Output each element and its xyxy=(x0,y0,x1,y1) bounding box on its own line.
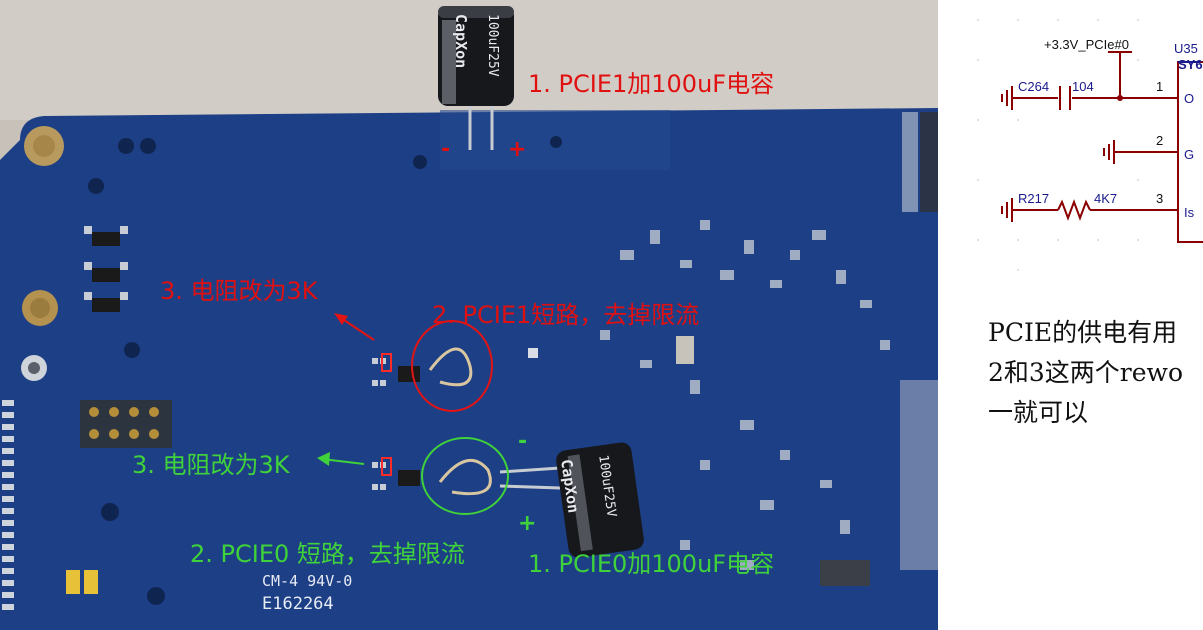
schematic-pin1-name: O xyxy=(1184,91,1195,106)
cap-top-rating: 100uF25V xyxy=(485,14,500,77)
annotation-pcie0-short: 2. PCIE0 短路，去掉限流 xyxy=(190,540,465,568)
short-circle-pcie0 xyxy=(421,437,509,515)
schematic-r-ref: R217 xyxy=(1018,191,1050,206)
schematic-u-ref: U35 xyxy=(1174,41,1198,56)
arrow-red xyxy=(334,313,375,341)
schematic-part-prefix: SY6 xyxy=(1178,57,1203,72)
schematic-c-ref: C264 xyxy=(1018,79,1050,94)
note-line2: 2和3这两个rewo xyxy=(988,358,1184,387)
note-line3: 一就可以 xyxy=(988,398,1089,427)
polarity-minus-bottom: - xyxy=(518,429,528,454)
schematic-drawing xyxy=(977,19,1203,271)
schematic-r-value: 4K7 xyxy=(1094,191,1118,206)
cap-top-label: CapXon xyxy=(452,14,470,69)
board-silk-line2: E162264 xyxy=(262,594,334,614)
schematic-pin2: 2 xyxy=(1156,133,1164,148)
resistor-highlight-pcie1 xyxy=(381,353,392,372)
schematic-panel: +3.3V_PCIe#0 U35 SY6 C264 104 1 2 3 O G … xyxy=(938,0,1203,630)
annotation-pcie1-resistor: 3. 电阻改为3K xyxy=(160,277,318,305)
pcb-board-illustration xyxy=(0,0,938,630)
note-line1: PCIE的供电有用 xyxy=(988,318,1178,347)
arrow-green xyxy=(317,452,365,466)
board-silk-line1: CM-4 94V-0 xyxy=(262,572,353,590)
annotation-pcie0-cap: 1. PCIE0加100uF电容 xyxy=(528,550,775,578)
schematic-pin3: 3 xyxy=(1156,191,1164,206)
pcb-photo: CapXon 100uF25V CapXon 100uF25V CM-4 94V… xyxy=(0,0,938,630)
polarity-minus-top: - xyxy=(441,137,451,162)
schematic-net-label: +3.3V_PCIe#0 xyxy=(1044,37,1129,52)
schematic-pin1: 1 xyxy=(1156,79,1164,94)
annotation-pcie1-cap: 1. PCIE1加100uF电容 xyxy=(528,70,775,98)
schematic-pin3-name: Is xyxy=(1184,205,1195,220)
resistor-highlight-pcie0 xyxy=(381,457,392,476)
annotation-pcie1-short: 2. PCIE1短路，去掉限流 xyxy=(432,301,700,329)
annotation-pcie0-resistor: 3. 电阻改为3K xyxy=(132,451,290,479)
capacitor-top xyxy=(438,6,514,150)
schematic-c-value: 104 xyxy=(1072,79,1094,94)
capacitor-bottom xyxy=(499,442,644,558)
polarity-plus-top: + xyxy=(508,137,527,162)
short-circle-pcie1 xyxy=(411,320,493,412)
polarity-plus-bottom: + xyxy=(518,511,537,536)
schematic-pin2-name: G xyxy=(1184,147,1195,162)
